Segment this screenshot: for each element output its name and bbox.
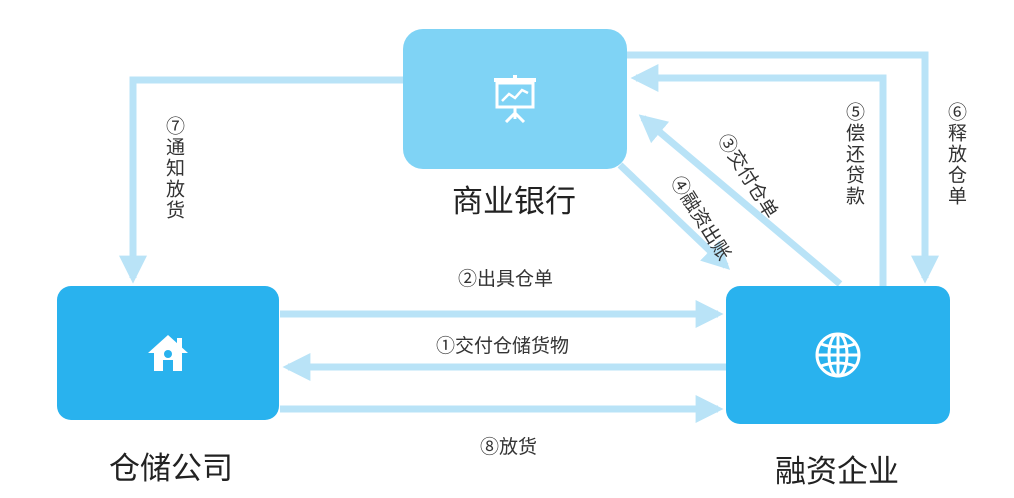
arrow-loan-disbursement [617, 162, 731, 270]
step-6-label: ⑥释放仓单 [945, 102, 967, 207]
step-7-label: ⑦通知放货 [163, 116, 185, 221]
warehouse-node [57, 286, 279, 420]
arrow-notify-release [119, 76, 403, 284]
step-8-label: ⑧放货 [480, 436, 538, 458]
arrow-deliver-receipt [638, 114, 843, 287]
enterprise-node [726, 286, 950, 424]
warehouse-label: 仓储公司 [109, 451, 233, 487]
arrow-release-receipt [627, 51, 939, 284]
presentation-board-icon [494, 75, 536, 123]
globe-icon [815, 332, 861, 378]
step-1-label: ①交付仓储货物 [436, 335, 570, 357]
step-2-label: ②出具仓单 [458, 268, 554, 290]
enterprise-label: 融资企业 [775, 454, 899, 490]
bank-label: 商业银行 [452, 184, 576, 220]
arrow-repay-loan [630, 64, 887, 286]
step-5-label: ⑤偿还贷款 [843, 102, 865, 207]
house-icon [148, 335, 188, 371]
bank-node [403, 29, 627, 169]
